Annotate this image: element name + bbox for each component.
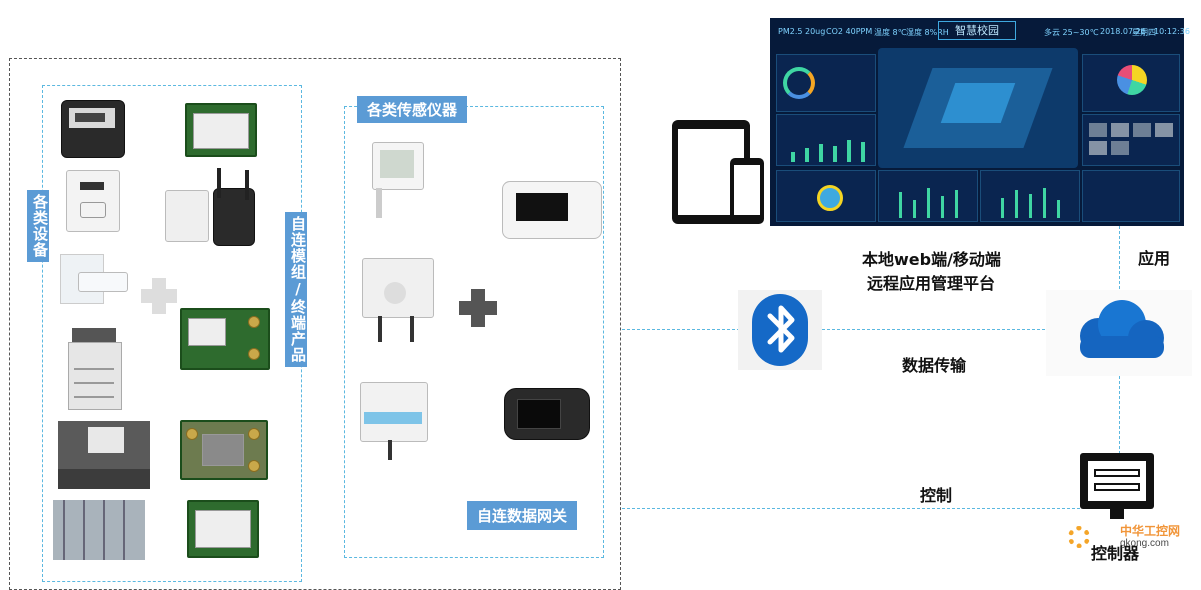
wifi-module-image — [185, 103, 257, 157]
gkong-watermark: 中华工控网 gkong.com — [1066, 520, 1196, 560]
dashboard-panel-left-top — [776, 54, 876, 112]
dashboard-header: PM2.5 20ug CO2 40PPM 温度 8℃ 湿度 8%RH 智慧校园 … — [770, 18, 1190, 44]
dashboard-panel-right-bottom — [1082, 170, 1180, 222]
control-label: 控制 — [920, 486, 953, 505]
co2-sensor-image — [360, 382, 428, 462]
smart-campus-dashboard: PM2.5 20ug CO2 40PPM 温度 8℃ 湿度 8%RH 智慧校园 … — [770, 18, 1190, 226]
dashboard-panel-bottom-1 — [878, 170, 978, 222]
bluetooth-icon — [738, 290, 822, 370]
plus-icon-bar — [141, 289, 177, 303]
application-label: 应用 — [1138, 249, 1171, 268]
temp-humidity-sensor-image — [372, 142, 424, 222]
dashboard-panel-bottom-2 — [980, 170, 1080, 222]
alinket-module-image — [180, 308, 270, 370]
electric-meter-image — [57, 98, 129, 160]
dual-antenna-module-image — [180, 420, 268, 480]
watermark-url: gkong.com — [1120, 538, 1169, 549]
curtain-window-image — [53, 500, 145, 560]
cloud-icon — [1046, 290, 1192, 376]
handheld-sensor-image — [504, 388, 590, 440]
gear-icon — [1068, 526, 1090, 548]
devices-label: 各类设备 — [27, 190, 49, 262]
controller-label: 控制器 — [1091, 544, 1140, 563]
gateway-box-image — [163, 168, 263, 258]
dashboard-time: 10:12:36 — [1154, 27, 1190, 36]
dashboard-date: 2018.07.26 — [1100, 27, 1146, 36]
dashboard-panel-left-mid — [776, 114, 876, 166]
wifi-module-image-2 — [187, 500, 259, 558]
modules-label: 自连模组/终端产品 — [285, 212, 307, 367]
dashboard-title: 智慧校园 — [938, 21, 1016, 40]
dashboard-humidity: 湿度 8%RH — [906, 28, 949, 37]
dashboard-panel-left-bottom — [776, 170, 876, 222]
sensors-label: 各类传感仪器 — [357, 96, 468, 123]
dashboard-panel-right-mid — [1082, 114, 1180, 166]
dashboard-co2: CO2 40PPM — [826, 27, 873, 36]
smart-socket-image — [66, 170, 120, 232]
plus-dark-icon-bar — [459, 301, 497, 315]
computer-controller-icon — [1080, 453, 1156, 523]
platform-label-line1: 本地web端/移动端 — [862, 250, 1001, 269]
dashboard-campus-3d-map — [878, 48, 1078, 168]
watermark-brand: 中华工控网 — [1120, 524, 1181, 538]
dashboard-weather: 多云 25~30℃ — [1044, 28, 1099, 37]
control-line — [622, 508, 1080, 509]
projector-room-image — [58, 421, 150, 489]
dashboard-panel-right-top — [1082, 54, 1180, 112]
data-transfer-line — [622, 329, 1120, 330]
air-conditioner-image — [60, 248, 128, 306]
dashboard-weekday: 星期四 — [1132, 28, 1156, 37]
platform-label-line2: 远程应用管理平台 — [867, 274, 996, 293]
gateway-label: 自连数据网关 — [467, 501, 578, 530]
display-sensor-image — [502, 181, 602, 239]
data-transfer-label: 数据传输 — [902, 356, 967, 375]
dashboard-temp: 温度 8℃ — [874, 28, 907, 37]
tablet-phone-icon — [672, 120, 764, 228]
sensors-gateway-box — [344, 106, 604, 558]
printer-image — [68, 328, 122, 410]
air-quality-sensor-image — [362, 258, 434, 344]
dashboard-pm: PM2.5 20ug — [778, 27, 826, 36]
